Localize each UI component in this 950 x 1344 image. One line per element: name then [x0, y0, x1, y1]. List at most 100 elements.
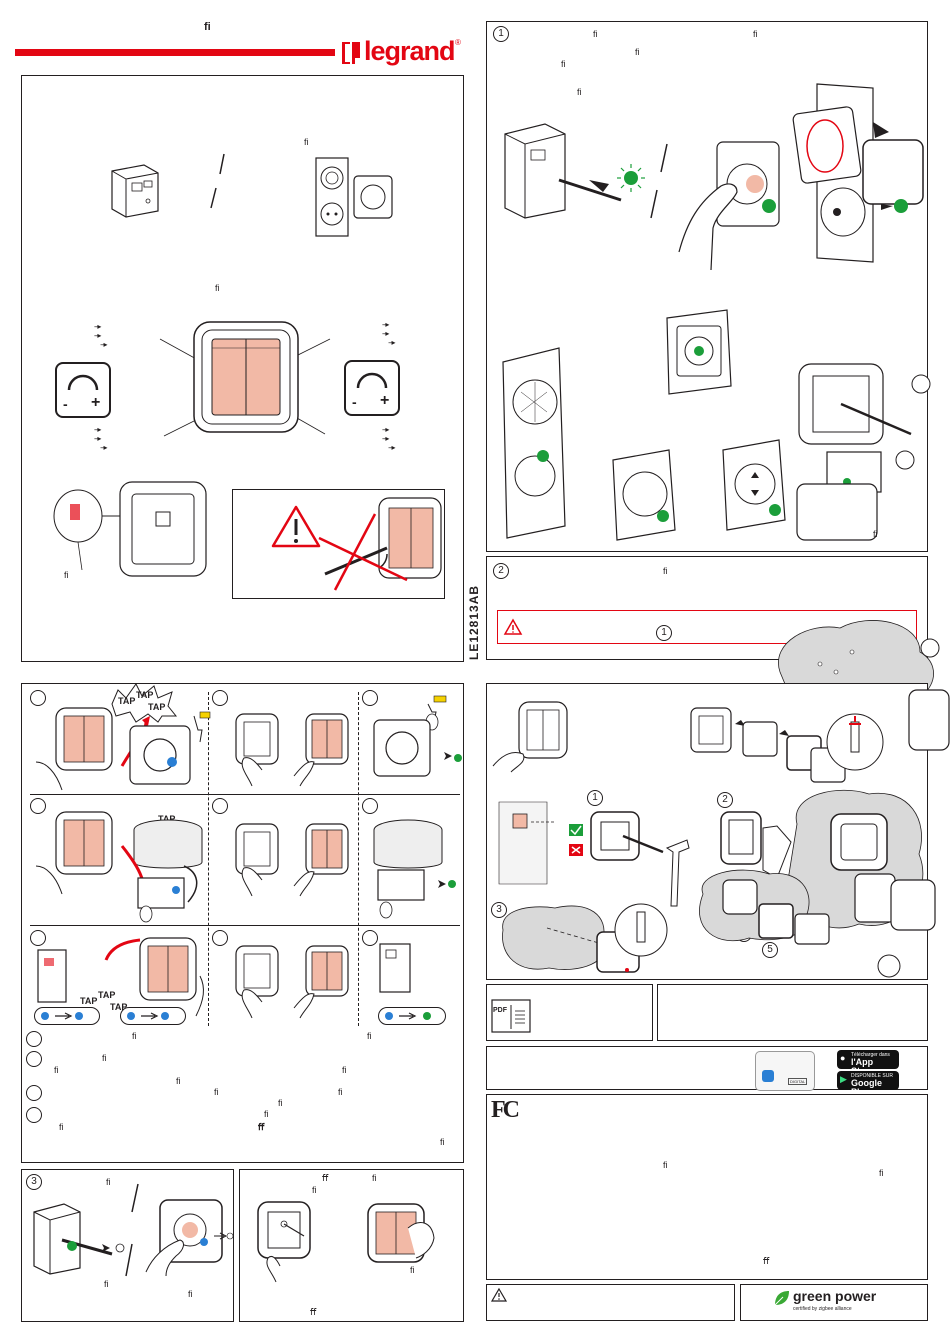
lig-note-3c: ﬁ	[278, 1098, 283, 1108]
header: ﬁ legrand ®	[0, 0, 480, 72]
lig-note-3a: ﬁ	[214, 1087, 219, 1097]
lig-step3-a: ﬁ	[106, 1177, 111, 1187]
lig-note-4b: ﬁ	[59, 1122, 64, 1132]
header-red-bar	[15, 49, 335, 56]
lig-note-4a: ﬁ	[264, 1109, 269, 1119]
note-1-number	[26, 1031, 42, 1047]
row1-dimmer-illustration	[120, 711, 211, 785]
grid-row-divider-1	[30, 794, 460, 795]
arrow-marks-right-bottom: --▸--▸ --▸	[382, 425, 396, 452]
app-store-badge[interactable]: Télécharger dans l'App Store ●	[837, 1050, 899, 1076]
header-ligature: ﬁ	[204, 21, 211, 33]
box-mount-illustration	[796, 363, 931, 541]
lig-note-1b: ﬁ	[367, 1031, 372, 1041]
apple-icon: ●	[840, 1053, 846, 1063]
row1-col2-number	[212, 690, 228, 706]
step-1-number: 1	[493, 26, 509, 42]
row3-col3-number	[362, 930, 378, 946]
lig-overview-3: ﬁ	[64, 570, 69, 580]
clip-detail-illustration	[826, 713, 884, 771]
google-play-badge[interactable]: DISPONIBLE SUR Google Play ▶	[837, 1071, 899, 1097]
lig-reset-d: ﬁ	[410, 1265, 415, 1275]
warning-triangle-icon	[271, 505, 321, 548]
legrand-logo-text: legrand	[364, 36, 456, 66]
panel-pairing-modes: TAP TAP TAP TA	[21, 683, 464, 1163]
row3-din-remote-illustration	[37, 937, 204, 1017]
google-play-top: DISPONIBLE SUR	[851, 1073, 893, 1079]
green-power-title: green power	[793, 1288, 877, 1304]
wall-remote-illustration	[498, 801, 555, 885]
mount-step-4-5-illustration	[699, 869, 830, 945]
dimmer-left-icon: - +	[55, 362, 111, 418]
reset-base-illustration	[257, 1201, 311, 1283]
fcc-box: FC ﬁ ﬁ ﬀ	[486, 1094, 928, 1280]
mount-step-1-number: 1	[587, 790, 603, 806]
lig-step1-d: ﬁ	[561, 59, 566, 69]
grid-col-divider-2	[358, 692, 359, 1026]
app-download-box: DIGITAL Télécharger dans l'App Store ● D…	[486, 1046, 928, 1097]
separator-slash	[210, 153, 225, 209]
ok-nok-icons	[569, 824, 583, 856]
row1-tap-2: TAP	[136, 690, 154, 700]
green-power-leaf-icon	[774, 1291, 789, 1306]
remote-edge-illustration	[908, 689, 950, 751]
note-3-number	[26, 1085, 42, 1101]
lig-reset-e: ﬀ	[310, 1307, 317, 1317]
battery-compartment-illustration	[53, 481, 207, 577]
row2-tap-2: TAP	[158, 814, 176, 824]
row1-remote-illustration	[35, 707, 113, 791]
dimmer-right-minus: -	[352, 394, 357, 410]
row2-result-illustration	[373, 819, 456, 919]
grid-row-divider-2	[30, 925, 460, 926]
lig-step1-c: ﬁ	[635, 47, 640, 57]
row1-tap-3: TAP	[148, 702, 166, 712]
step-3-number: 3	[26, 1174, 42, 1190]
panel-mounting: 1 2 3 4 5	[486, 683, 950, 980]
green-power-subtitle: certified by zigbee alliance	[793, 1306, 852, 1312]
row2-micromodule-illustration	[120, 819, 203, 923]
mount-step-3-number: 3	[491, 902, 507, 918]
lig-note-4c: ﬀ	[258, 1122, 265, 1132]
lig-step3-c: ﬁ	[188, 1289, 193, 1299]
separator-slash-2	[650, 143, 668, 219]
mount-detail-circle	[877, 954, 901, 978]
row1-tap-burst: TAP TAP TAP	[108, 683, 178, 723]
step-2-ref-number: 1	[656, 625, 672, 641]
document-code: LE12813AB	[467, 584, 481, 660]
row3-tap-3: TAP	[110, 1002, 128, 1012]
row3-tap-1: TAP	[80, 996, 98, 1006]
lig-fcc-2: ﬁ	[879, 1168, 884, 1178]
lig-note-2a: ﬁ	[102, 1053, 107, 1063]
legrand-registered: ®	[455, 38, 461, 47]
manual-info-box	[657, 984, 928, 1041]
note-2-number	[26, 1051, 42, 1067]
grid-col-divider-1	[208, 692, 209, 1026]
warning-box	[232, 489, 445, 599]
panel-step-3: 3 ﬁ ﬁ ﬁ	[21, 1169, 234, 1322]
panel-product-overview: ﬁ ﬁ --▸--▸ --▸ - + --▸--▸ --▸	[21, 75, 464, 662]
lig-step1-b: ﬁ	[753, 29, 758, 39]
row2-remote-illustration	[35, 811, 113, 895]
din-module-illustration	[111, 164, 159, 218]
lig-overview-1: ﬁ	[304, 137, 309, 147]
mount-step-2-illustration	[720, 811, 792, 879]
step-2-number: 2	[493, 563, 509, 579]
mount-step-5-number: 5	[762, 942, 778, 958]
lig-step1-a: ﬁ	[593, 29, 598, 39]
row3-base-hand-illustration	[235, 945, 279, 1019]
mechanism-front-illustration	[666, 309, 732, 395]
socket-exploded-illustration	[792, 83, 924, 263]
app-screen-button: DIGITAL	[788, 1078, 808, 1085]
app-store-top: Télécharger dans	[851, 1052, 890, 1058]
dimmer-right-plus: +	[380, 392, 390, 409]
row3-tap-burst: TAP TAP TAP	[80, 990, 150, 1020]
gray-wall-right-illustration	[787, 789, 936, 931]
step3-hand-dimmer-illustration	[145, 1199, 234, 1277]
row3-col1-number	[30, 930, 46, 946]
lig-reset-c: ﬁ	[312, 1185, 317, 1195]
warning-triangle-small-icon	[503, 618, 523, 635]
mount-step-2-number: 2	[717, 792, 733, 808]
row2-col3-number	[362, 798, 378, 814]
row1-result-illustration	[373, 695, 462, 777]
lig-step3-b: ﬁ	[104, 1279, 109, 1289]
